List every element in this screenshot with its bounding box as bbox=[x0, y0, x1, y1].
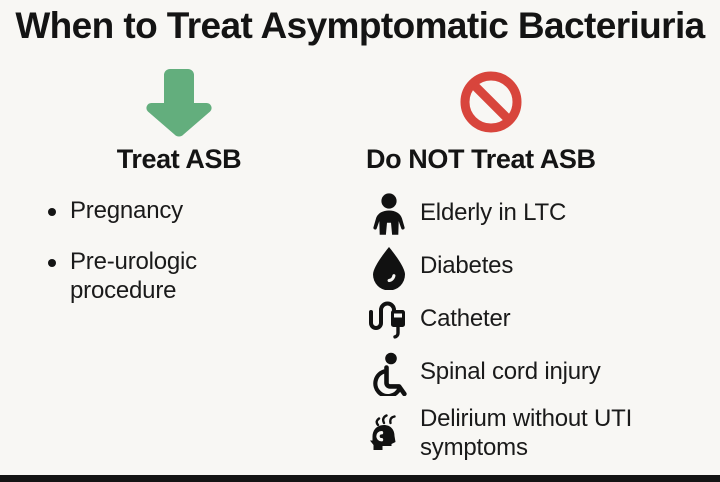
wheelchair-icon bbox=[373, 352, 407, 397]
list-item: Elderly in LTC bbox=[358, 191, 714, 237]
item-label: Catheter bbox=[420, 305, 511, 333]
do-not-treat-heading: Do NOT Treat ASB bbox=[366, 144, 596, 174]
bullet-dot-icon bbox=[48, 208, 56, 217]
list-item: Pregnancy bbox=[48, 197, 352, 225]
elderly-person-icon bbox=[373, 193, 405, 235]
do-not-treat-column: Do NOT Treat ASB Elderly in LTC bbox=[352, 66, 714, 470]
item-label: Diabetes bbox=[420, 252, 514, 280]
list-item: Delirium without UTI symptoms bbox=[358, 403, 714, 463]
confused-head-icon bbox=[370, 414, 396, 451]
bullet-dot-icon bbox=[48, 259, 56, 268]
page-title: When to Treat Asymptomatic Bacteriuria bbox=[15, 5, 705, 46]
item-label: Spinal cord injury bbox=[420, 358, 601, 386]
treat-heading: Treat ASB bbox=[116, 144, 242, 174]
item-label: Delirium without UTI symptoms bbox=[420, 405, 633, 461]
list-item: Diabetes bbox=[358, 244, 714, 291]
bullet-label: Pregnancy bbox=[70, 197, 183, 225]
do-not-treat-icon-wrap bbox=[352, 66, 714, 138]
catheter-bag-icon bbox=[369, 301, 405, 339]
item-label: Elderly in LTC bbox=[420, 199, 567, 227]
bullet-label: Pre-urologic procedure bbox=[70, 248, 197, 304]
list-item: Spinal cord injury bbox=[358, 350, 714, 397]
green-down-arrow-icon bbox=[146, 69, 212, 137]
icon-cell bbox=[358, 244, 420, 291]
do-not-treat-list: Elderly in LTC Diabetes bbox=[352, 191, 714, 463]
icon-cell bbox=[358, 297, 420, 343]
prohibition-sign-icon bbox=[460, 71, 522, 133]
treat-icon-wrap bbox=[6, 66, 352, 138]
icon-cell bbox=[358, 403, 420, 455]
treat-column: Treat ASB Pregnancy Pre-urologic procedu… bbox=[6, 66, 352, 328]
list-item: Pre-urologic procedure bbox=[48, 248, 352, 305]
icon-cell bbox=[358, 191, 420, 235]
icon-cell bbox=[358, 350, 420, 397]
treat-bullet-list: Pregnancy Pre-urologic procedure bbox=[6, 197, 352, 305]
blood-drop-icon bbox=[373, 247, 405, 291]
list-item: Catheter bbox=[358, 297, 714, 343]
